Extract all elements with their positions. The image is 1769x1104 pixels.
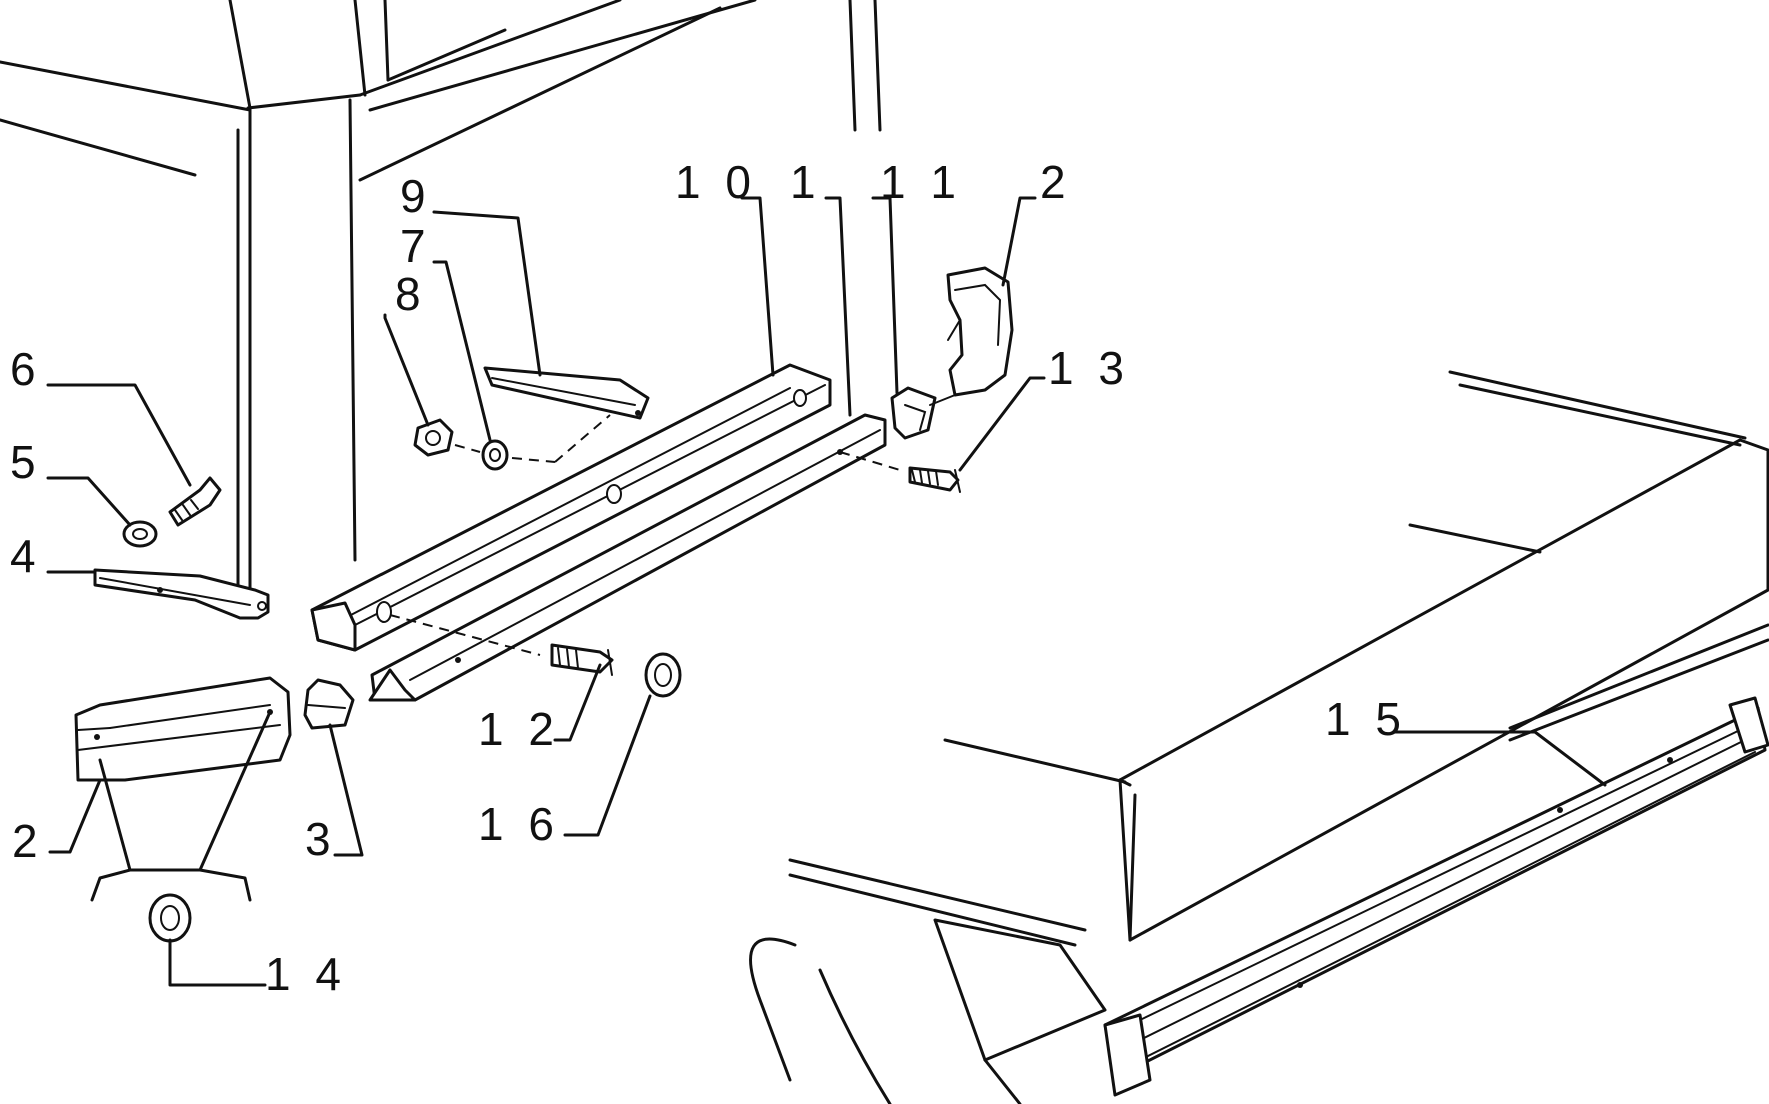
callout-14: 1 4	[265, 948, 347, 1000]
part-1-lower-channel	[368, 413, 887, 702]
part-7-washer	[481, 439, 509, 471]
part-10-upper-rail	[310, 363, 832, 652]
part-6-bolt	[168, 476, 222, 527]
callout-5: 5	[10, 436, 42, 488]
callout-8: 8	[395, 268, 427, 320]
callout-16: 1 6	[478, 798, 560, 850]
part-11-bracket	[890, 386, 937, 440]
part-13-screw	[908, 466, 961, 493]
part-14-grommet	[148, 893, 192, 943]
callout-13: 1 3	[1048, 342, 1130, 394]
part-15-long-rail	[1103, 696, 1769, 1097]
callout-6: 6	[10, 343, 42, 395]
part-2-end-cap-upper	[929, 266, 1014, 406]
assembly-dashed-lines	[389, 414, 901, 656]
part-9-strip	[483, 366, 650, 420]
callout-labels: 1 0 1 1 1 2 9 7 8 1 3 6 5 4 1 2 1 6 1 5 …	[10, 156, 1407, 1000]
leader-lines	[46, 196, 1607, 987]
callout-2-lower: 2	[12, 815, 44, 867]
part-4-bracket-plate	[93, 568, 270, 620]
callout-10: 1 0	[675, 156, 757, 208]
callout-15: 1 5	[1325, 693, 1407, 745]
part-5-washer	[122, 520, 158, 548]
callout-2-upper: 2	[1040, 156, 1072, 208]
part-16-grommet	[644, 652, 682, 698]
part-12-screw	[550, 643, 614, 676]
part-3-plug	[303, 678, 355, 730]
callout-11: 1 1	[880, 156, 962, 208]
callout-4: 4	[10, 530, 42, 582]
callout-9: 9	[400, 170, 432, 222]
part-2-corner-cover-lower	[74, 676, 292, 782]
callout-3: 3	[305, 813, 337, 865]
part-8-nut	[413, 418, 454, 457]
callout-12: 1 2	[478, 703, 560, 755]
callout-1: 1	[790, 156, 822, 208]
callout-7: 7	[400, 220, 432, 272]
